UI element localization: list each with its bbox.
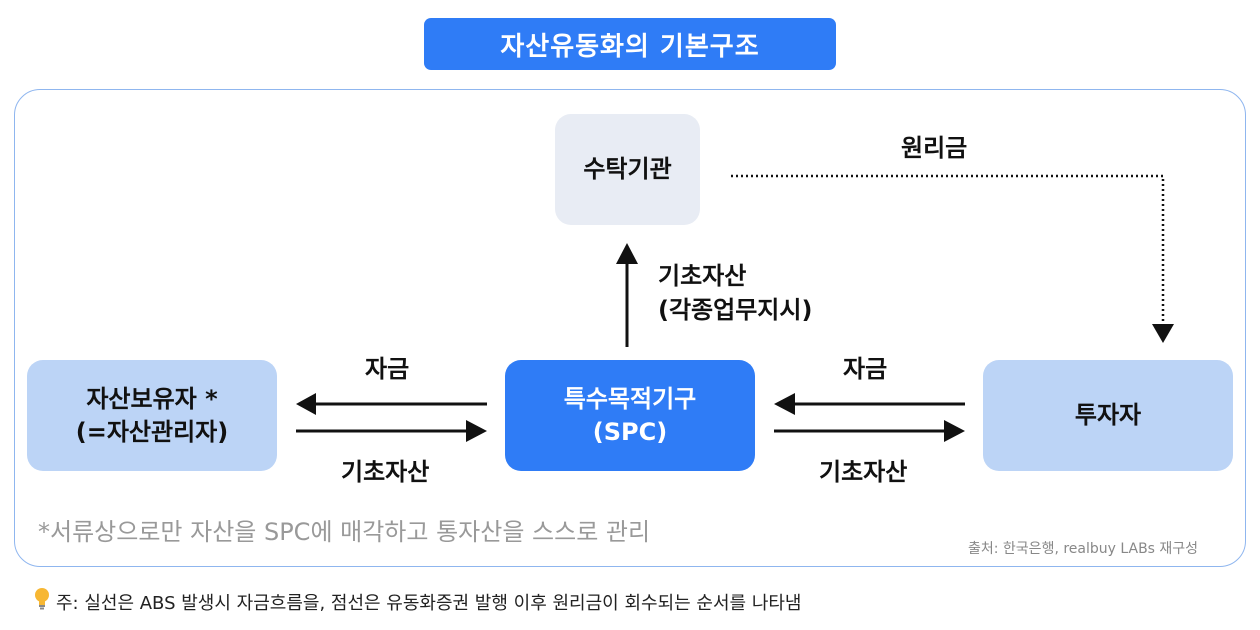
asset-holder-note: *서류상으로만 자산을 SPC에 매각하고 통자산을 스스로 관리 (38, 518, 651, 546)
source-text: 출처: 한국은행, realbuy LABs 재구성 (968, 541, 1199, 557)
dotted-principal-path (731, 174, 1165, 325)
principal-interest-label: 원리금 (901, 134, 968, 162)
diagram-frame (14, 89, 1246, 567)
arrowhead-up (616, 243, 638, 264)
arrowhead-down (1152, 324, 1174, 343)
lightbulb-icon (34, 587, 50, 616)
underlying-asset-label: 기초자산 (658, 262, 747, 290)
business-instruction-label: (각종업무지시) (658, 296, 813, 324)
trust-institution-node: 수탁기관 (555, 114, 700, 225)
asset-manager-label: (=자산관리자) (75, 417, 229, 446)
fund-right-label: 자금 (843, 355, 888, 383)
spc-node: 특수목적기구 (SPC) (505, 360, 755, 471)
spc-abbr-label: (SPC) (592, 417, 668, 446)
asset-holder-node: 자산보유자 * (=자산관리자) (27, 360, 277, 471)
arrowhead-right-2 (944, 420, 965, 442)
footnote-text: 주: 실선은 ABS 발생시 자금흐름을, 점선은 유동화증권 발행 이후 원리… (56, 592, 802, 614)
footnote: 주: 실선은 ABS 발생시 자금흐름을, 점선은 유동화증권 발행 이후 원리… (34, 587, 802, 616)
diagram-title: 자산유동화의 기본구조 (424, 18, 836, 70)
arrowhead-left-1 (296, 393, 316, 415)
asset-left-label: 기초자산 (341, 458, 430, 486)
asset-holder-label: 자산보유자 * (86, 385, 218, 414)
arrowhead-left-2 (774, 393, 795, 415)
fund-left-label: 자금 (365, 355, 410, 383)
spc-label: 특수목적기구 (563, 385, 697, 414)
asset-right-label: 기초자산 (819, 458, 908, 486)
investor-label: 투자자 (1074, 401, 1142, 430)
trust-institution-label: 수탁기관 (583, 155, 672, 184)
arrowhead-right-1 (466, 420, 487, 442)
investor-node: 투자자 (983, 360, 1233, 471)
